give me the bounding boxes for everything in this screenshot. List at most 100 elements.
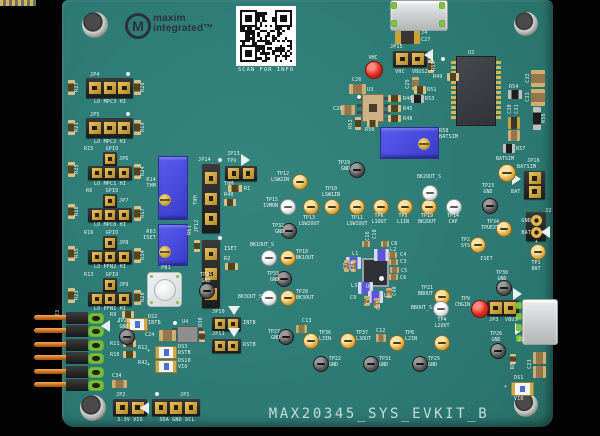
silk-label: U4 (182, 319, 189, 325)
j3-pad (88, 313, 104, 324)
j1-usb-connector-pad (516, 335, 522, 342)
jumper-jp7[interactable] (88, 208, 132, 222)
silk-label: JP9 (119, 282, 129, 288)
silk-label: R19 (140, 122, 146, 132)
j3-header-block[interactable] (66, 379, 88, 391)
silk-label: J3 (55, 309, 61, 317)
resistor (134, 164, 141, 179)
silk-label: R24 (140, 166, 146, 176)
jumper-jp8[interactable] (88, 250, 132, 264)
silk-label: C15 (376, 300, 382, 310)
usb-contact-row (0, 0, 36, 6)
jumper-jp14[interactable] (202, 164, 220, 233)
silk-label: R46 (403, 96, 413, 102)
jumper-jp16[interactable] (524, 171, 545, 199)
silk-label: R14 (146, 177, 156, 183)
jumper-jp6-top[interactable] (103, 152, 117, 166)
qr-caption: SCAN FOR INFO (237, 67, 295, 73)
silk-label: R8 (510, 362, 516, 370)
jumper-jp10[interactable] (212, 317, 241, 331)
bk3out-s-label: BK3OUT_S (237, 294, 262, 300)
silk-label: U3 (367, 87, 374, 93)
silk-triangle-d (228, 328, 240, 337)
bk3out-s (261, 290, 277, 306)
silk-label: R15 (84, 146, 94, 152)
silk-dot (126, 112, 130, 116)
silk-label: J2 (545, 208, 552, 214)
silk-label: + (147, 348, 151, 354)
silk-label: C18 (372, 229, 378, 239)
capacitor (112, 380, 127, 388)
r14-thm-pot[interactable] (158, 156, 188, 220)
silk-label: R42 (138, 360, 148, 366)
jumper-jp7-top[interactable] (103, 194, 117, 208)
jumper-jp1[interactable] (152, 399, 200, 416)
silk-label: TPU (227, 158, 237, 164)
silk-label: C9 (350, 295, 357, 301)
r14-thm-pot-screw[interactable] (159, 194, 171, 206)
jumper-jp15[interactable] (393, 51, 427, 67)
silk-label: VHC (395, 69, 405, 75)
silk-label: R18 (74, 206, 80, 216)
r63-iset-pot-screw[interactable] (159, 246, 171, 258)
silk-label: U1 (366, 284, 373, 290)
resistor (388, 95, 401, 102)
resistor (510, 354, 516, 364)
jumper-jp3[interactable] (487, 300, 519, 316)
capacitor (390, 267, 399, 273)
jumper-jp8-top[interactable] (103, 236, 117, 250)
j1-usb-connector[interactable] (522, 299, 558, 345)
silk-triangle-l (541, 226, 550, 238)
silk-label: VIO (514, 396, 524, 402)
tp33-gnd-label: TP33 GND (266, 271, 279, 283)
usb-connector-top[interactable] (390, 0, 448, 31)
silk-label: DS1 (514, 375, 524, 381)
resistor (68, 204, 75, 219)
jumper-jp4[interactable] (86, 78, 133, 98)
silk-label: R45 (403, 106, 413, 112)
bk2out-s (422, 185, 438, 201)
silk-label: R59 (431, 61, 437, 71)
j3-header-block[interactable] (66, 325, 88, 337)
silk-label: C30 (507, 104, 513, 114)
pb1-pushbutton[interactable] (147, 272, 182, 307)
silk-label: R17 (140, 208, 146, 218)
r58-batsim-pot-screw[interactable] (418, 138, 430, 150)
r63-iset-pot[interactable] (158, 224, 188, 266)
j3-header-block[interactable] (66, 366, 88, 378)
tp5-l1in-label: TP5 L1IN (396, 213, 410, 225)
silk-label: L1 (352, 251, 359, 257)
silk-dot (357, 95, 361, 99)
tp27-gnd-label: TP27 GND (267, 329, 280, 341)
jumper-jp9[interactable] (88, 292, 132, 306)
j3-header-block[interactable] (66, 339, 88, 351)
resistor (134, 120, 141, 135)
jumper-jp13[interactable] (225, 166, 257, 181)
resistor (508, 90, 522, 99)
silk-label: LO MPC3 HI (93, 99, 127, 105)
silk-label: C7 (343, 262, 349, 270)
silk-label: ISET (224, 246, 237, 252)
tp29-gnd-label: TP29 GND (337, 160, 350, 172)
jumper-jp9-top[interactable] (103, 278, 117, 292)
silk-label: U2 (468, 50, 475, 56)
silk-label: R35 (74, 248, 80, 258)
capacitor (364, 296, 370, 306)
tp4-l2out-label: TP4 L2OUT (434, 317, 450, 329)
silk-triangle-r (241, 154, 250, 166)
jumper-jp5[interactable] (86, 118, 133, 138)
silk-label: R52 (348, 119, 354, 129)
silk-label: 3.3V VIO (117, 417, 143, 423)
maxim-logo-icon: M (125, 13, 151, 39)
silk-label: R16 (84, 230, 94, 236)
tp30-gnd-label: TP30 GND (495, 270, 509, 282)
usb-connector-top-pad (439, 2, 445, 9)
r58-batsim-pot[interactable] (380, 127, 439, 159)
j3-header-block[interactable] (66, 352, 88, 364)
jumper-jp11[interactable] (212, 339, 241, 353)
silk-label: DS2 (148, 314, 158, 320)
tp36-l3in (303, 333, 319, 349)
j3-header-block[interactable] (66, 312, 88, 324)
silk-dot (218, 236, 222, 240)
jumper-jp6[interactable] (88, 166, 132, 180)
